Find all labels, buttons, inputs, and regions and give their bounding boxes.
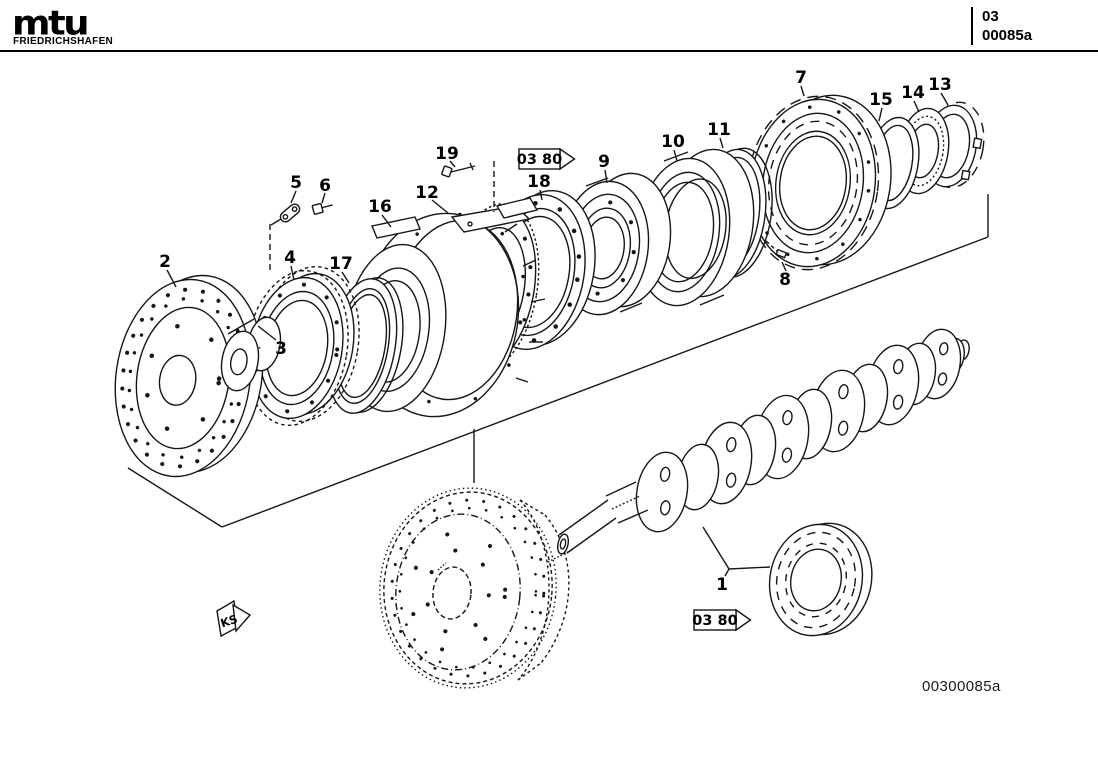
part-label-18: 18 bbox=[527, 172, 551, 192]
part-4-gear-ring-drawing bbox=[245, 265, 360, 427]
part-label-6: 6 bbox=[319, 176, 331, 196]
part-label-12: 12 bbox=[415, 183, 439, 203]
part-2-drive-disc-drawing bbox=[114, 274, 264, 478]
part-label-15: 15 bbox=[869, 90, 893, 110]
part-label-3: 3 bbox=[275, 339, 287, 359]
part-16-housing-drawing bbox=[343, 197, 546, 418]
ref-flag-0380-top: 03 80 bbox=[517, 147, 576, 171]
part-8-pin-drawing bbox=[765, 240, 788, 259]
part-label-16: 16 bbox=[368, 197, 392, 217]
ref-flag-0380-top-label: 03 80 bbox=[517, 152, 562, 168]
leader-lines bbox=[166, 85, 949, 577]
ref-flag-ks-label: KS bbox=[219, 612, 240, 631]
drawing-number: 00300085a bbox=[922, 678, 1001, 695]
part-number-labels: 1 2 3 4 5 6 7 8 9 10 11 12 13 14 15 16 1… bbox=[159, 68, 952, 595]
document-code-block: 03 00085a bbox=[971, 7, 1032, 45]
mtu-logo: mtu bbox=[12, 3, 90, 43]
part-label-14: 14 bbox=[901, 83, 925, 103]
part-label-8: 8 bbox=[779, 270, 791, 290]
part-3-splined-hub-drawing bbox=[220, 316, 282, 392]
part-label-19: 19 bbox=[435, 144, 459, 164]
part-label-11: 11 bbox=[707, 120, 731, 140]
mtu-logo-subtext: FRIEDRICHSHAFEN bbox=[13, 36, 114, 47]
doc-group-code: 03 bbox=[982, 8, 999, 25]
part-19-bolt-drawing bbox=[441, 161, 495, 212]
ref-flag-0380-bottom: 03 80 bbox=[692, 608, 752, 632]
part-1-shaft-assembly-drawing bbox=[556, 328, 970, 555]
part-label-2: 2 bbox=[159, 252, 171, 272]
ref-flag-0380-bottom-label: 03 80 bbox=[692, 613, 737, 629]
part-label-17: 17 bbox=[329, 254, 353, 274]
part-label-1: 1 bbox=[716, 575, 728, 595]
doc-number-code: 00085a bbox=[982, 27, 1033, 44]
header-divider-line bbox=[0, 50, 1098, 52]
part-5-locking-plate-drawing bbox=[269, 203, 301, 271]
part-label-5: 5 bbox=[290, 173, 302, 193]
flywheel-phantom-drawing bbox=[379, 487, 573, 689]
part-label-10: 10 bbox=[661, 132, 685, 152]
construction-lines bbox=[127, 194, 989, 528]
part-1-freewheel-cage-drawing bbox=[768, 522, 873, 637]
part-label-4: 4 bbox=[284, 248, 296, 268]
part-label-7: 7 bbox=[795, 68, 807, 88]
ref-flag-ks: KS bbox=[216, 599, 252, 638]
part-6-bolt-drawing bbox=[311, 202, 333, 215]
part-label-9: 9 bbox=[598, 152, 610, 172]
part-label-13: 13 bbox=[928, 75, 952, 95]
